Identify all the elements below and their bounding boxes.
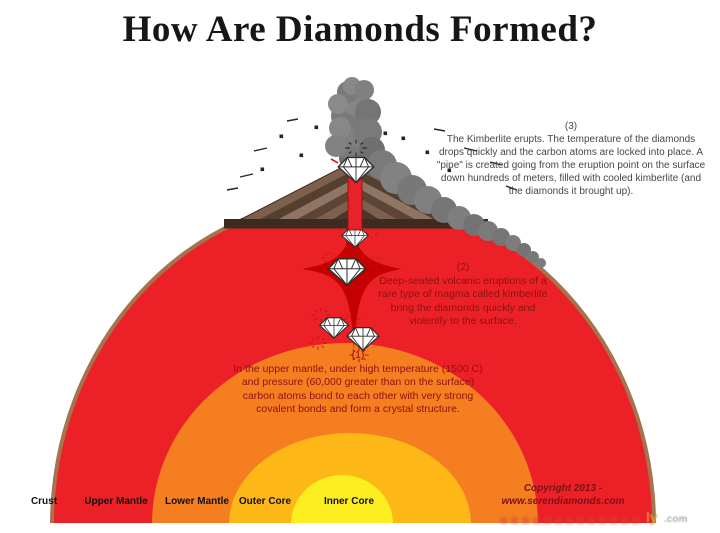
watermark-fragment: ly: [646, 509, 658, 525]
step-1-line: and pressure (60,000 greater than on the…: [241, 376, 475, 388]
ejecta-dot: [383, 131, 388, 136]
site-watermark: ly .com: [500, 509, 710, 528]
inner-core-arc: [291, 475, 393, 523]
copyright-credit: Copyright 2013 - www.serendiamonds.com: [478, 482, 648, 508]
step-1-callout: (1) In the upper mantle, under high temp…: [222, 349, 494, 417]
layer-label-crust: Crust: [30, 496, 58, 507]
step-1-number: (1): [351, 349, 365, 361]
step-2-callout: (2) Deep-seated volcanic eruptions of a …: [356, 261, 570, 329]
watermark-smudge: [500, 517, 640, 524]
earth-layers: [50, 195, 656, 523]
ejecta-dot: [279, 134, 284, 139]
step-3-line: the diamonds it brought up).: [508, 186, 634, 197]
watermark-suffix: .com: [664, 514, 688, 525]
copyright-url: www.serendiamonds.com: [501, 496, 625, 507]
step-3-line: drops quickly and the carbon atoms are l…: [438, 147, 704, 158]
ejecta: [226, 118, 518, 191]
step-2-number: (2): [456, 261, 470, 273]
step-2-line: bring the diamonds quickly and: [390, 301, 536, 314]
step-3-line: The Kimberlite erupts. The temperature o…: [446, 134, 696, 145]
step-2-line: Deep-seated volcanic eruptions of a: [379, 274, 547, 287]
ejecta-trails: [226, 118, 518, 191]
step-1-line: carbon atoms bond to each other with ver…: [242, 389, 474, 402]
step-3-line: "pipe" is created going from the eruptio…: [436, 160, 706, 171]
page-title: How Are Diamonds Formed?: [122, 9, 598, 50]
ejecta-dot: [260, 167, 265, 172]
step-2-line: rare type of magma called kimberlite: [378, 288, 548, 300]
ejecta-dot: [425, 150, 430, 155]
layer-label-inner-core: Inner Core: [323, 496, 375, 507]
ejecta-dot: [447, 168, 452, 173]
step-3-callout: (3) The Kimberlite erupts. The temperatu…: [424, 120, 718, 198]
layer-label-lower-mantle: Lower Mantle: [165, 496, 229, 507]
step-1-line: covalent bonds and form a crystal struct…: [256, 403, 460, 415]
smoke-plume: [325, 77, 546, 268]
layer-label-outer-core: Outer Core: [238, 496, 292, 507]
step-1-line: In the upper mantle, under high temperat…: [233, 362, 483, 375]
ejecta-dot: [299, 153, 304, 158]
layer-label-upper-mantle: Upper Mantle: [84, 496, 148, 507]
step-2-line: violently to the surface.: [409, 315, 517, 327]
ejecta-dot: [401, 136, 406, 141]
step-3-line: down hundreds of meters, filled with coo…: [440, 173, 702, 184]
ejecta-dot: [314, 125, 319, 130]
copyright-line: Copyright 2013 -: [523, 483, 603, 494]
step-3-number: (3): [564, 121, 578, 132]
